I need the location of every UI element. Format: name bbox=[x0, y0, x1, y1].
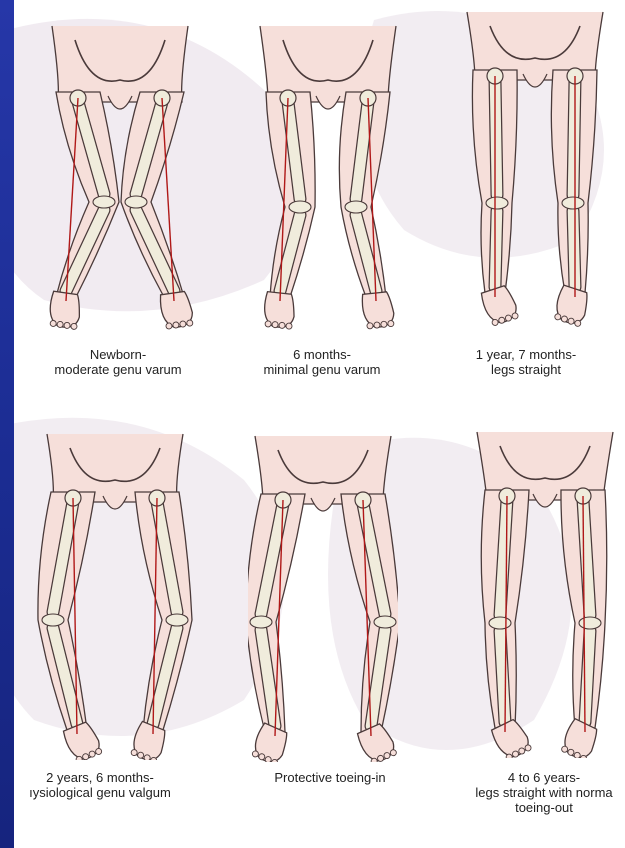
pelvis-outline bbox=[52, 26, 188, 102]
figure-1-year-7-months bbox=[455, 8, 615, 338]
caption-line: legs straight bbox=[436, 362, 616, 377]
pelvis-outline bbox=[260, 26, 396, 102]
left-foot bbox=[48, 291, 83, 330]
caption-protective-toeing-in: Protective toeing-in bbox=[240, 770, 420, 785]
legs-illustration bbox=[465, 428, 625, 758]
left-leg bbox=[263, 90, 316, 330]
right-knee bbox=[345, 201, 367, 213]
left-knee bbox=[489, 617, 511, 629]
figure-6-months bbox=[243, 22, 413, 330]
caption-newborn: Newborn- moderate genu varum bbox=[28, 347, 208, 377]
caption-line: 2 years, 6 months- bbox=[14, 770, 200, 785]
caption-line: 1 year, 7 months- bbox=[436, 347, 616, 362]
caption-6-months: 6 months- minimal genu varum bbox=[232, 347, 412, 377]
right-leg bbox=[339, 90, 395, 329]
left-leg bbox=[38, 490, 104, 760]
right-knee bbox=[125, 196, 147, 208]
right-leg bbox=[121, 90, 194, 330]
right-leg bbox=[128, 490, 192, 760]
right-leg bbox=[341, 492, 398, 762]
groin bbox=[523, 74, 547, 87]
left-knee bbox=[42, 614, 64, 626]
right-knee bbox=[374, 616, 396, 628]
figure-protective-toeing-in bbox=[248, 432, 398, 762]
legs-illustration bbox=[30, 430, 200, 760]
left-knee bbox=[289, 201, 311, 213]
right-leg bbox=[551, 68, 597, 327]
left-tibia bbox=[500, 631, 505, 722]
caption-line: legs straight with norma bbox=[444, 785, 625, 800]
left-leg bbox=[472, 68, 519, 327]
caption-2-years-6-months: 2 years, 6 months- ıysiological genu val… bbox=[14, 770, 200, 800]
left-knee bbox=[93, 196, 115, 208]
caption-4-to-6-years: 4 to 6 years- legs straight with norma t… bbox=[444, 770, 625, 815]
right-foot bbox=[361, 291, 395, 329]
left-leg bbox=[48, 90, 119, 330]
legs-illustration bbox=[243, 22, 413, 330]
groin bbox=[316, 96, 340, 109]
right-tibia bbox=[585, 631, 590, 722]
figure-4-to-6-years bbox=[465, 428, 625, 758]
caption-line: ıysiological genu valgum bbox=[14, 785, 200, 800]
caption-line: moderate genu varum bbox=[28, 362, 208, 377]
right-knee bbox=[166, 614, 188, 626]
caption-line: toeing-out bbox=[444, 800, 625, 815]
right-knee bbox=[579, 617, 601, 629]
left-leg bbox=[481, 488, 533, 758]
caption-line: Newborn- bbox=[28, 347, 208, 362]
illustration-panel: Newborn- moderate genu varum 6 months- m… bbox=[14, 0, 625, 848]
caption-line: Protective toeing-in bbox=[240, 770, 420, 785]
caption-line: 4 to 6 years- bbox=[444, 770, 625, 785]
groin bbox=[311, 498, 335, 511]
right-knee bbox=[562, 197, 584, 209]
right-foot bbox=[159, 291, 194, 330]
figure-2-years-6-months bbox=[30, 430, 200, 760]
right-leg bbox=[559, 488, 607, 758]
caption-line: 6 months- bbox=[232, 347, 412, 362]
legs-illustration bbox=[455, 8, 615, 338]
groin bbox=[108, 96, 132, 109]
left-leg bbox=[248, 492, 305, 762]
left-foot bbox=[263, 292, 297, 330]
legs-illustration bbox=[248, 432, 398, 762]
groin bbox=[103, 496, 127, 509]
legs-illustration bbox=[30, 22, 210, 330]
caption-1-year-7-months: 1 year, 7 months- legs straight bbox=[436, 347, 616, 377]
figure-newborn bbox=[30, 22, 210, 330]
left-knee bbox=[486, 197, 508, 209]
left-knee bbox=[250, 616, 272, 628]
groin bbox=[533, 494, 557, 507]
caption-line: minimal genu varum bbox=[232, 362, 412, 377]
